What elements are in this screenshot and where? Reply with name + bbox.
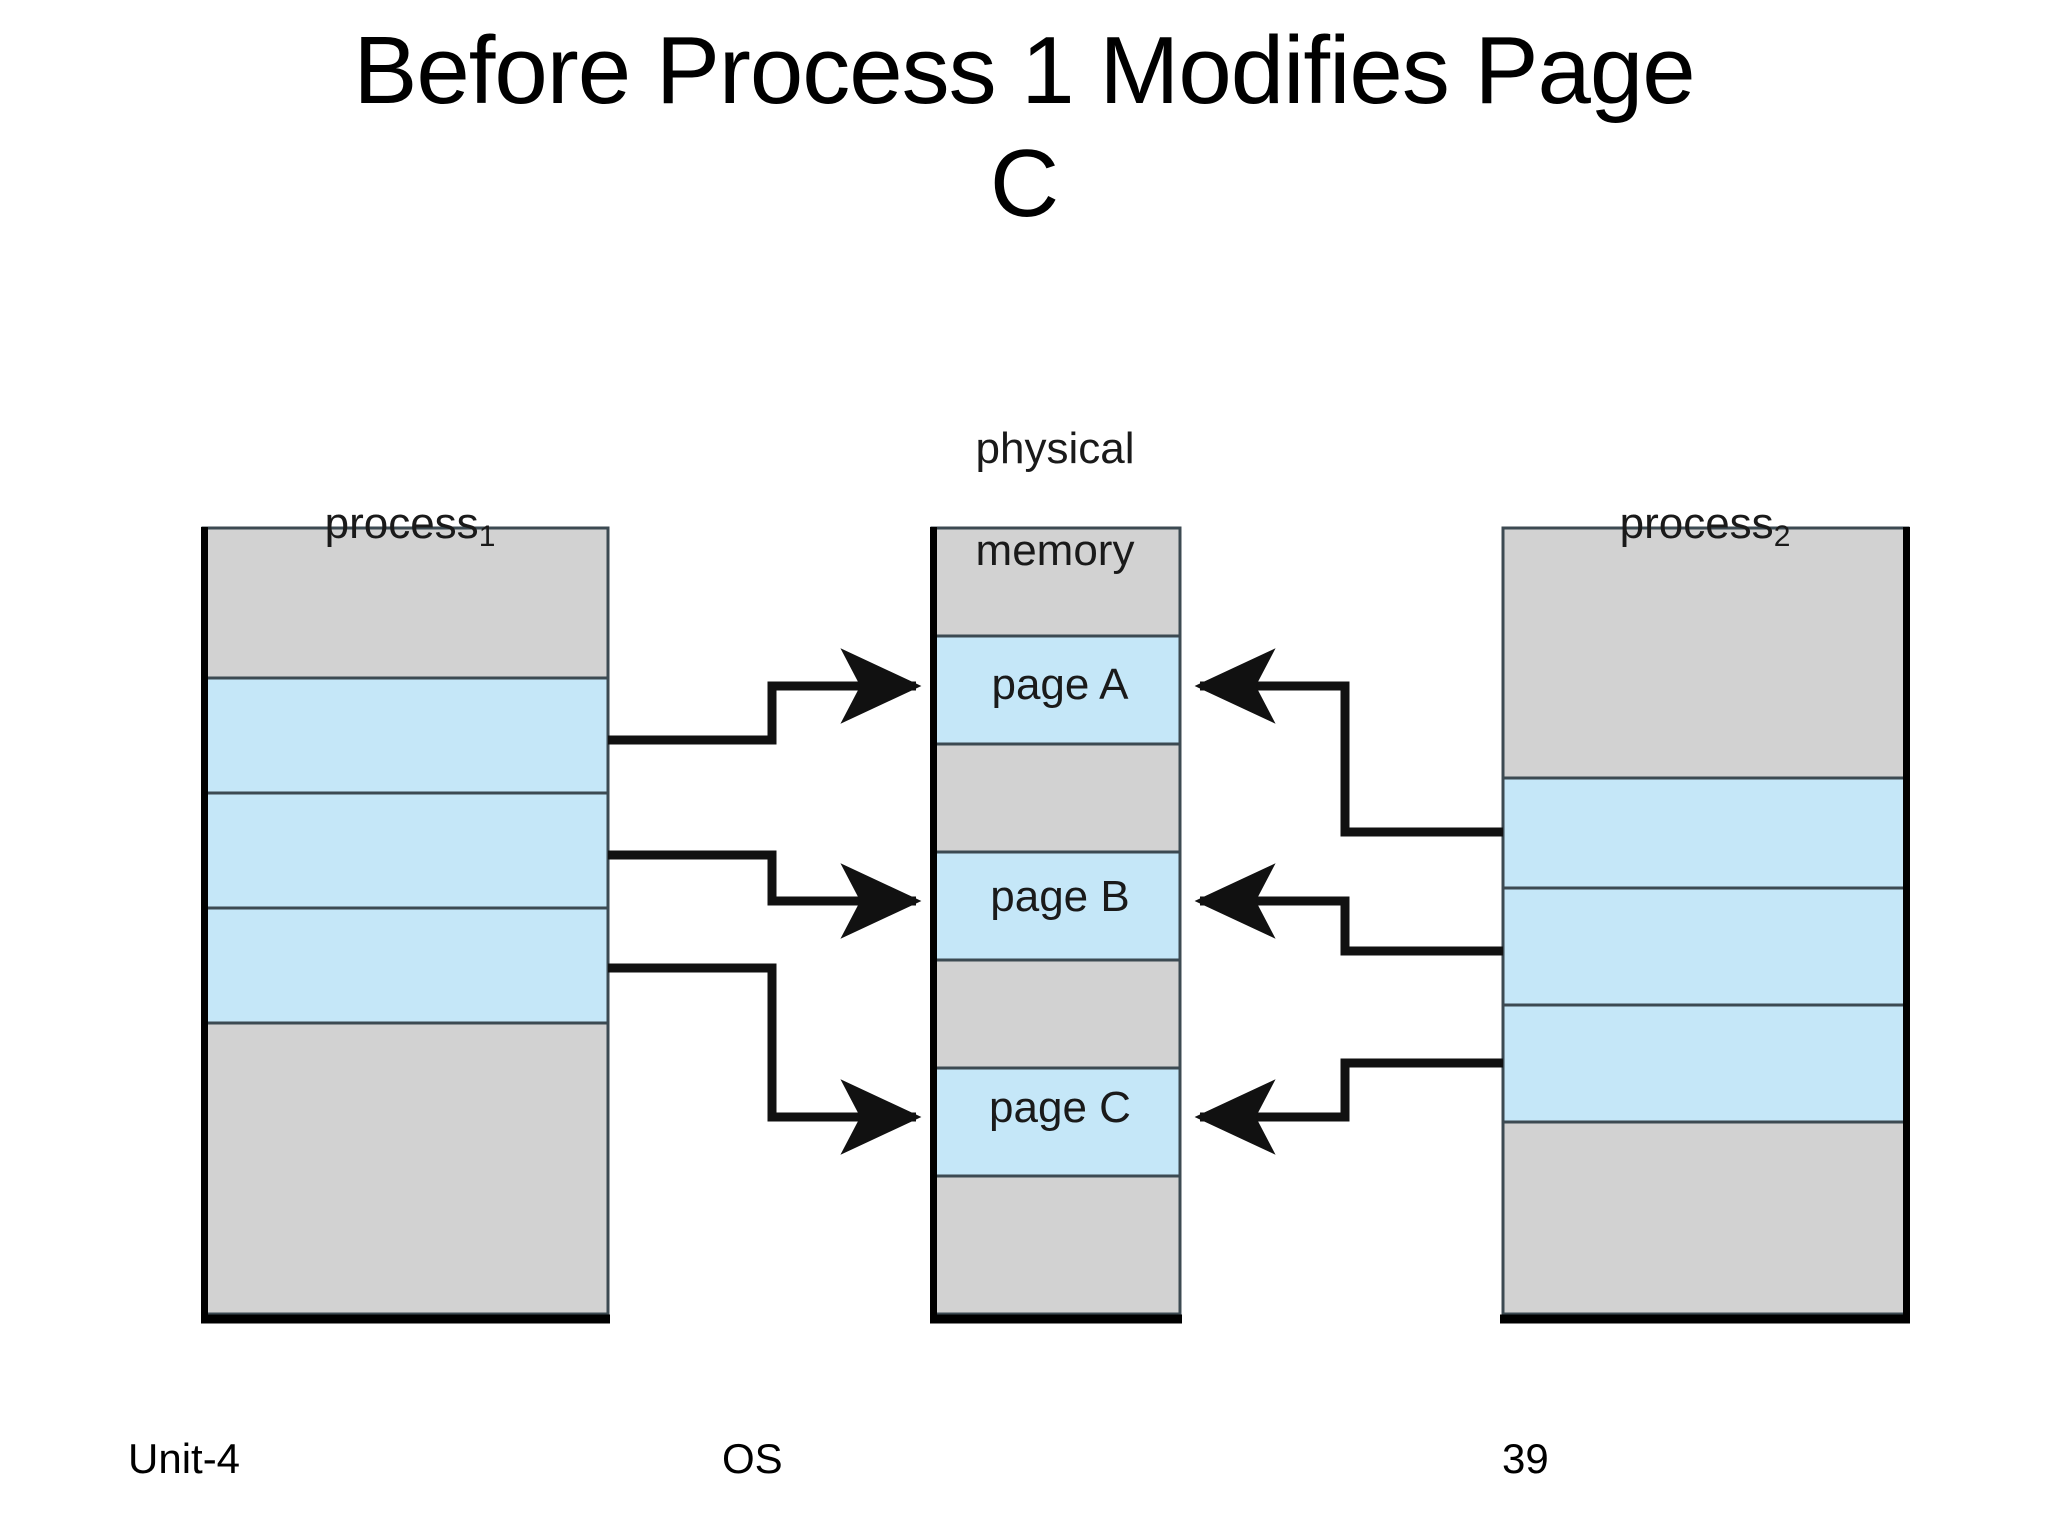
physmem-row-1-page-a: [930, 634, 1182, 746]
footer-unit-label: Unit-4: [128, 1435, 241, 1482]
connector-p2-to-pageC: [1194, 1058, 1503, 1155]
connector-p1-to-pageC: [608, 963, 922, 1155]
column-caption-process2-text: process: [1619, 499, 1774, 549]
column-process2: [1500, 526, 1910, 1324]
process2-row-0: [1501, 526, 1910, 780]
page-title: Before Process 1 Modifies Page C: [96, 14, 1952, 241]
column-caption-process2-subscript: 2: [1773, 520, 1791, 554]
physmem-row-2: [930, 742, 1182, 854]
column-caption-process1: process1: [200, 447, 620, 553]
process2-row-2: [1501, 886, 1910, 1007]
page-title-line-2: C: [989, 130, 1059, 238]
process1-row-2: [201, 791, 610, 910]
column-caption-process1-subscript: 1: [478, 520, 496, 554]
footer-course-label: OS: [722, 1435, 783, 1482]
column-process1: [201, 526, 610, 1324]
physmem-row-6: [930, 1174, 1182, 1316]
connector-p1-to-pageB: [608, 850, 922, 939]
process1-row-1: [201, 676, 610, 795]
column-caption-process1-text: process: [324, 499, 479, 549]
connector-p2-to-pageB: [1194, 863, 1503, 956]
column-caption-physical-memory-line-2: memory: [975, 526, 1135, 576]
connectors-process2-to-memory: [1194, 648, 1503, 1155]
page-title-line-1: Before Process 1 Modifies Page: [353, 17, 1695, 124]
physmem-row-3-page-b: [930, 850, 1182, 962]
connector-p1-to-pageA: [608, 648, 922, 745]
footer-slide-number: 39: [1502, 1435, 1549, 1482]
column-caption-process2: process2: [1490, 447, 1920, 553]
connectors-process1-to-memory: [608, 648, 922, 1155]
connector-p2-to-pageA: [1194, 648, 1503, 837]
process2-row-4: [1501, 1120, 1910, 1316]
column-physical-memory: [930, 526, 1182, 1324]
column-caption-physical-memory: physical memory: [905, 372, 1205, 627]
process1-row-3: [201, 906, 610, 1025]
process1-row-4: [201, 1021, 610, 1316]
process2-row-3: [1501, 1003, 1910, 1124]
column-caption-physical-memory-line-1: physical: [975, 424, 1135, 474]
physmem-row-5-page-c: [930, 1066, 1182, 1178]
process2-row-1: [1501, 776, 1910, 890]
process1-row-0: [201, 526, 610, 680]
physmem-row-4: [930, 958, 1182, 1070]
